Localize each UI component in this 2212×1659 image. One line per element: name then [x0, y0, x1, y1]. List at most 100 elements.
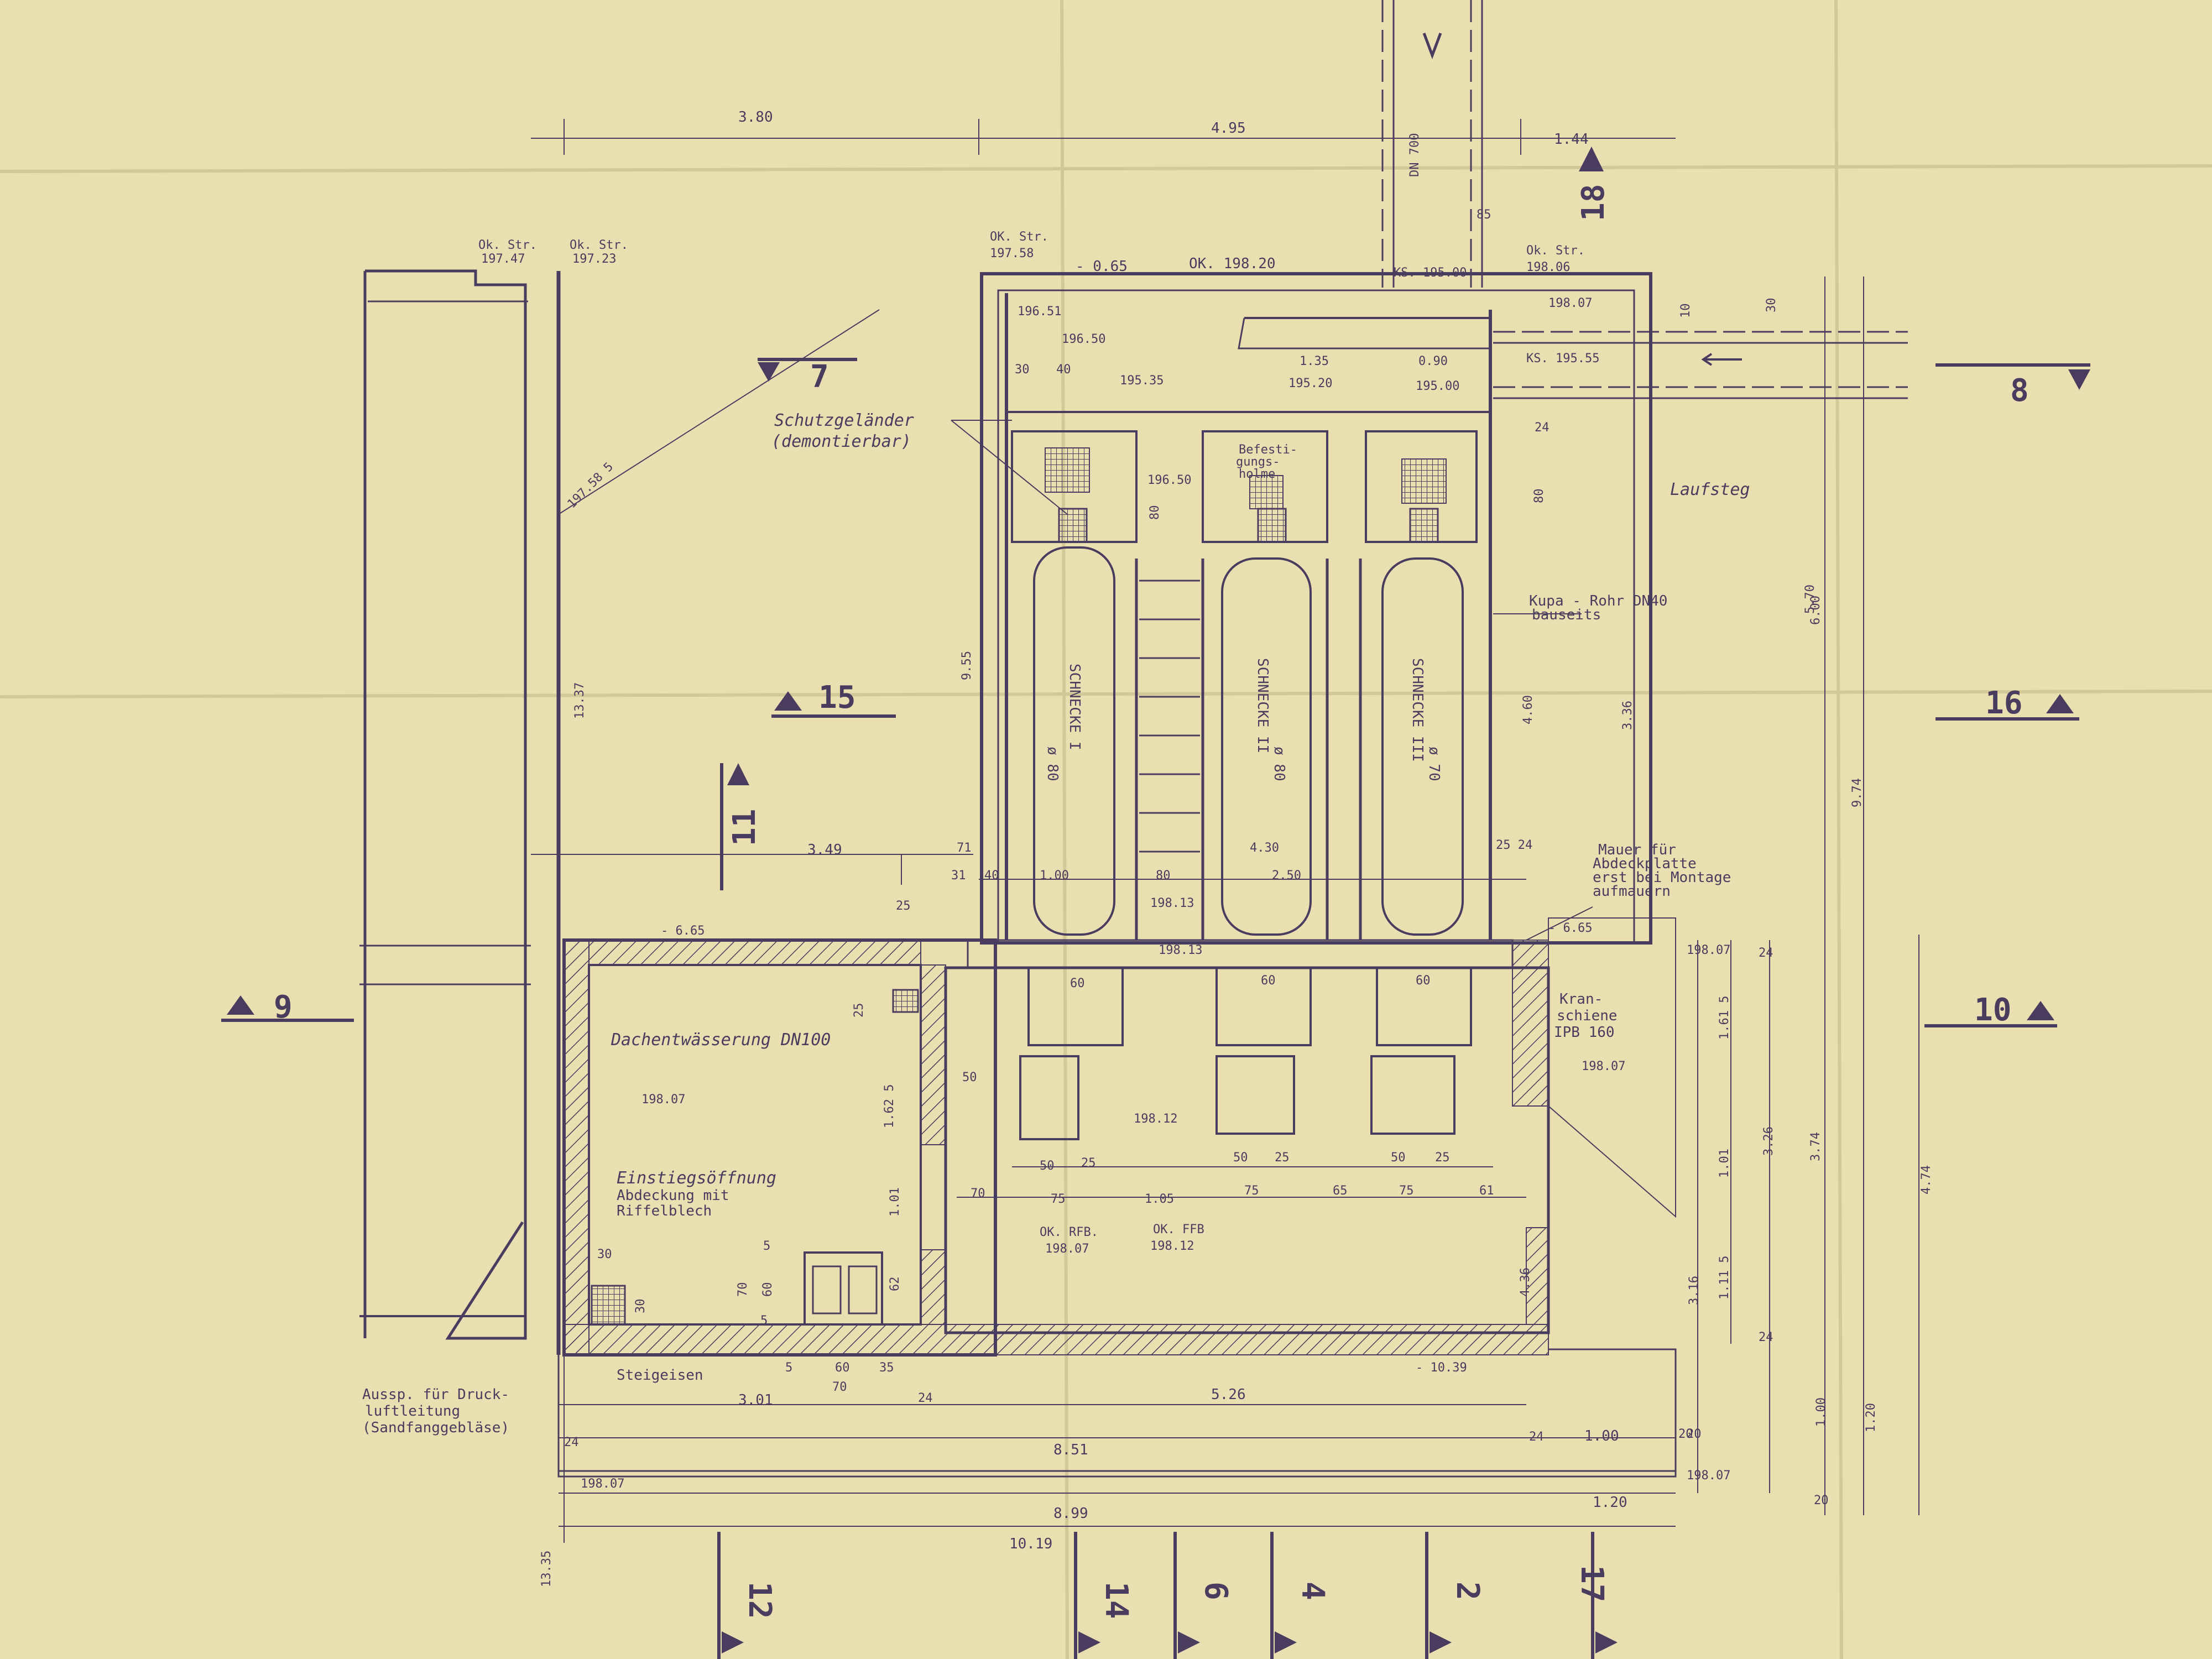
dim-250: 2.50 [1272, 869, 1301, 883]
dim-326: 3.26 [1762, 1126, 1776, 1156]
dim-100: 1.00 [1040, 869, 1069, 883]
dim-75b: 75 [1244, 1184, 1259, 1198]
dim-19813b: 198.13 [1159, 943, 1202, 957]
section-18: 18 [1575, 147, 1611, 221]
section-11-label: 11 [727, 809, 763, 846]
dim-436: 4.36 [1519, 1267, 1532, 1297]
annotations: Schutzgeländer (demontierbar) Befesti- g… [362, 411, 1750, 1436]
section-15-label: 15 [818, 680, 855, 716]
section-17-label: 17 [1574, 1565, 1610, 1602]
screw-2 [1202, 430, 1328, 936]
dim-80a: 80 [1148, 505, 1162, 520]
dim-1337: 13.37 [573, 682, 587, 719]
label-einstieg-2: Abdeckung mit [617, 1187, 729, 1204]
dim-20a: 20 [1814, 1494, 1829, 1507]
dim-1019: 10.19 [1009, 1536, 1052, 1552]
dim-316: 3.16 [1687, 1276, 1701, 1305]
dim-120: 1.20 [1864, 1403, 1878, 1432]
dim-430: 4.30 [1250, 841, 1279, 855]
dim-25e: 25 [1435, 1151, 1450, 1165]
dim-120b: 1.20 [1593, 1494, 1627, 1511]
dim-1039: - 10.39 [1416, 1361, 1467, 1375]
label-schnecke-2-dia: ø 80 [1271, 747, 1287, 781]
dim-101b: 1.01 [888, 1187, 902, 1217]
section-10: 10 [1924, 992, 2057, 1028]
dim-5c: 5 [760, 1314, 768, 1328]
section-2-label: 2 [1449, 1582, 1485, 1600]
label-schutzgelaender: Schutzgeländer [774, 411, 914, 430]
section-7-label: 7 [810, 359, 829, 395]
section-10-label: 10 [1974, 992, 2011, 1028]
section-14-label: 14 [1098, 1582, 1134, 1619]
dim-top-380: 3.80 [738, 109, 773, 126]
label-schnecke-2: SCHNECKE II [1254, 658, 1271, 753]
dim-ok-ffb-val: 198.12 [1150, 1239, 1194, 1253]
label-dachentwaesserung: Dachentwässerung DN100 [611, 1030, 831, 1050]
section-9-label: 9 [274, 989, 293, 1025]
dim-161: 1.61 5 [1718, 996, 1731, 1040]
dim-20c: 20 [1678, 1427, 1693, 1441]
dim-135: 1.35 [1300, 354, 1329, 368]
dim-okstr-2-val: 197.23 [572, 252, 616, 266]
dim-24d: 24 [564, 1436, 579, 1449]
section-7: 7 [758, 358, 857, 395]
label-kran-3: IPB 160 [1554, 1024, 1615, 1041]
dim-60c: 60 [1416, 974, 1431, 988]
dim-top-495: 4.95 [1211, 120, 1246, 137]
section-11: 11 [720, 763, 763, 890]
section-12-label: 12 [742, 1582, 778, 1619]
label-bauseits: bauseits [1532, 607, 1601, 623]
dim-25: 25 [896, 899, 911, 913]
label-befestigung-1: Befesti- [1239, 443, 1297, 457]
dim-19758: 197.58 5 [565, 460, 617, 512]
dim-70b: 70 [736, 1282, 750, 1297]
dim-19520: 195.20 [1288, 377, 1332, 390]
section-9: 9 [221, 989, 354, 1025]
section-markers: 7 8 18 15 16 11 9 [221, 147, 2090, 1659]
section-4: 4 [1270, 1532, 1331, 1659]
dim-61: 61 [1479, 1184, 1494, 1198]
dim-065: - 0.65 [1076, 258, 1128, 275]
section-14: 14 [1074, 1532, 1134, 1659]
dim-19807-bl: 198.07 [581, 1477, 624, 1491]
dim-19807-r: 198.07 [1687, 943, 1730, 957]
dim-70c: 70 [832, 1380, 847, 1394]
dim-301: 3.01 [738, 1392, 773, 1408]
dim-24c: 24 [1759, 1331, 1773, 1344]
dim-80c: 80 [1156, 869, 1171, 883]
dim-955: 9.55 [960, 651, 974, 680]
dim-19807-r2: 198.07 [1582, 1060, 1625, 1073]
dim-090: 0.90 [1418, 354, 1448, 368]
dim-31: 31 [951, 869, 966, 883]
dim-50a: 50 [1040, 1159, 1055, 1173]
dim-19807-dach: 198.07 [641, 1093, 685, 1107]
dim-okstr-4-val: 198.06 [1526, 260, 1570, 274]
dim-pipe-dn700: DN 700 [1408, 133, 1422, 177]
dim-70: 70 [971, 1187, 985, 1201]
screw-3 [1365, 430, 1478, 936]
dim-25-24: 25 24 [1496, 838, 1532, 852]
section-2: 2 [1425, 1532, 1485, 1659]
dim-top-85: 85 [1477, 208, 1491, 222]
dim-okstr-1-val: 197.47 [481, 252, 525, 266]
dim-570: 5.70 [1803, 585, 1817, 614]
dim-374: 3.74 [1809, 1132, 1823, 1161]
dim-okstr-3: OK. Str. [990, 230, 1048, 244]
section-18-label: 18 [1575, 184, 1611, 221]
dim-336: 3.36 [1621, 701, 1635, 730]
section-6: 6 [1173, 1532, 1234, 1659]
label-befestigung-2: gungs- [1236, 455, 1280, 469]
dim-600: 6.00 [1809, 596, 1823, 625]
dim-100b: 1.00 [1814, 1397, 1828, 1427]
dim-526: 5.26 [1211, 1386, 1246, 1403]
dim-35: 35 [879, 1361, 894, 1375]
dim-30b: 30 [1765, 298, 1778, 313]
dim-24b: 24 [1759, 946, 1773, 960]
dim-ok-rfb: OK. RFB. [1040, 1225, 1098, 1239]
label-aussp-2: luftleitung [365, 1403, 460, 1420]
dim-474: 4.74 [1919, 1165, 1933, 1194]
dim-5: 5 [763, 1239, 770, 1253]
section-8: 8 [1936, 363, 2090, 409]
dim-40b: 40 [984, 869, 999, 883]
